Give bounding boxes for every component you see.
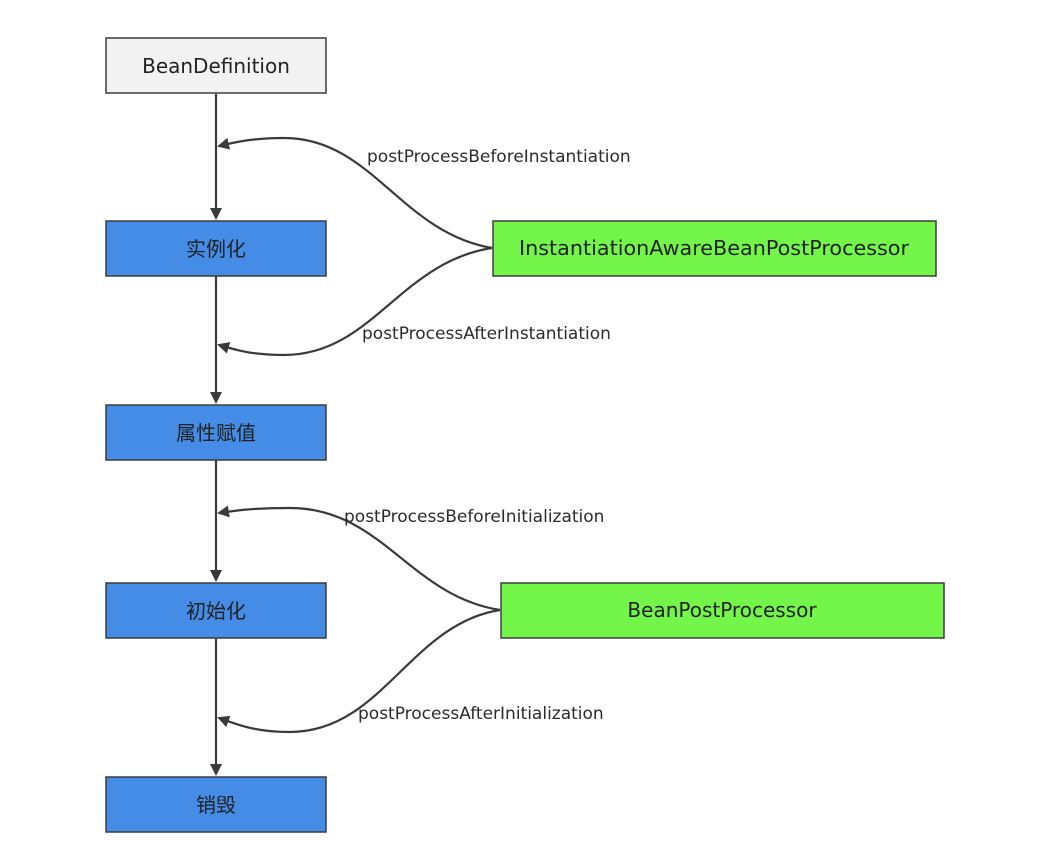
instantiation-aware-processor-box bbox=[492, 220, 937, 277]
initialization-label: 初始化 bbox=[186, 599, 246, 623]
initialization-box bbox=[105, 582, 327, 639]
node-property-assignment: 属性赋值 bbox=[105, 404, 327, 461]
node-initialization: 初始化 bbox=[105, 582, 327, 639]
label-before-instantiation: postProcessBeforeInstantiation bbox=[367, 147, 631, 167]
bean-post-processor-label: BeanPostProcessor bbox=[627, 598, 817, 622]
instantiation-box bbox=[105, 220, 327, 277]
hook-arrow-after-initialization bbox=[217, 608, 501, 734]
label-after-instantiation: postProcessAfterInstantiation bbox=[362, 324, 611, 344]
node-instantiation-aware-processor: InstantiationAwareBeanPostProcessor bbox=[492, 220, 937, 277]
label-before-initialization: postProcessBeforeInitialization bbox=[344, 507, 604, 527]
node-bean-post-processor: BeanPostProcessor bbox=[500, 582, 945, 639]
destruction-label: 销毁 bbox=[196, 793, 236, 817]
property-assignment-label: 属性赋值 bbox=[176, 421, 256, 445]
property-assignment-box bbox=[105, 404, 327, 461]
node-instantiation: 实例化 bbox=[105, 220, 327, 277]
hook-arrow-after-instantiation bbox=[217, 246, 493, 357]
hook-arrow-before-initialization bbox=[217, 505, 501, 612]
node-bean-definition: BeanDefinition bbox=[105, 37, 327, 94]
instantiation-aware-processor-label: InstantiationAwareBeanPostProcessor bbox=[519, 236, 910, 260]
bean-post-processor-box bbox=[500, 582, 945, 639]
bean-definition-box bbox=[105, 37, 327, 94]
bean-definition-label: BeanDefinition bbox=[142, 54, 290, 78]
node-destruction: 销毁 bbox=[105, 776, 327, 833]
hook-arrow-before-instantiation bbox=[217, 136, 493, 250]
destruction-box bbox=[105, 776, 327, 833]
label-after-initialization: postProcessAfterInitialization bbox=[358, 704, 604, 724]
instantiation-label: 实例化 bbox=[186, 237, 246, 261]
